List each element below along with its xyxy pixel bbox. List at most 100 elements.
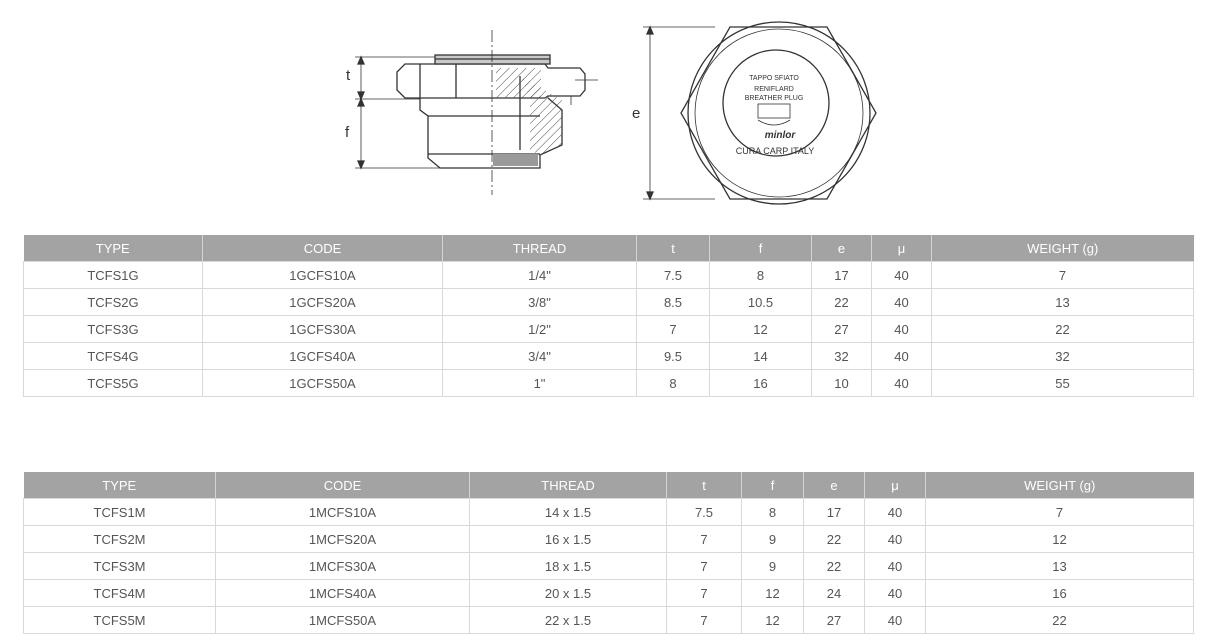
cell-type: TCFS1M	[23, 498, 216, 526]
cell-f: 16	[709, 369, 812, 397]
cell-thread: 3/4"	[442, 342, 637, 370]
cell-thread: 14 x 1.5	[469, 498, 667, 526]
col-header-f: f	[741, 472, 804, 499]
cell-code: 1MCFS20A	[215, 525, 470, 553]
side-view	[355, 30, 598, 195]
col-header-weight: WEIGHT (g)	[925, 472, 1194, 499]
cell-e: 22	[803, 525, 865, 553]
col-header-weight: WEIGHT (g)	[931, 235, 1194, 262]
cell-weight: 22	[925, 606, 1194, 634]
cell-type: TCFS5G	[23, 369, 203, 397]
col-header-type: TYPE	[23, 472, 216, 499]
cell-mu: 40	[864, 552, 926, 580]
cell-code: 1GCFS30A	[202, 315, 443, 343]
table-row: TCFS5M 1MCFS50A 22 x 1.5 7 12 27 40 22	[23, 606, 1194, 634]
table-row: TCFS5G 1GCFS50A 1" 8 16 10 40 55	[23, 369, 1194, 397]
cell-t: 7.5	[636, 261, 710, 289]
cell-code: 1MCFS50A	[215, 606, 470, 634]
cell-weight: 16	[925, 579, 1194, 607]
table-row: TCFS3G 1GCFS30A 1/2" 7 12 27 40 22	[23, 315, 1194, 343]
cell-e: 17	[803, 498, 865, 526]
cell-type: TCFS5M	[23, 606, 216, 634]
cell-f: 12	[741, 579, 804, 607]
cell-f: 8	[709, 261, 812, 289]
marking-line-2: RENIFLARD	[754, 86, 794, 93]
spec-table-gas-thread: TYPE CODE THREAD t f e μ WEIGHT (g) TCFS…	[23, 235, 1194, 397]
table-row: TCFS1M 1MCFS10A 14 x 1.5 7.5 8 17 40 7	[23, 498, 1194, 526]
cell-t: 9.5	[636, 342, 710, 370]
marking-brand: minlor	[765, 130, 797, 141]
cell-weight: 32	[931, 342, 1194, 370]
cell-e: 27	[811, 315, 872, 343]
cell-f: 10.5	[709, 288, 812, 316]
col-header-e: e	[803, 472, 865, 499]
col-header-t: t	[636, 235, 710, 262]
cell-t: 7	[666, 525, 742, 553]
cell-mu: 40	[864, 525, 926, 553]
cell-t: 7	[636, 315, 710, 343]
cell-weight: 7	[931, 261, 1194, 289]
cell-mu: 40	[864, 606, 926, 634]
cell-f: 12	[741, 606, 804, 634]
plug-marking: TAPPO SFIATO RENIFLARD BREATHER PLUG min…	[736, 75, 815, 156]
table-row: TCFS3M 1MCFS30A 18 x 1.5 7 9 22 40 13	[23, 552, 1194, 580]
table-row: TCFS2G 1GCFS20A 3/8" 8.5 10.5 22 40 13	[23, 288, 1194, 316]
cell-e: 27	[803, 606, 865, 634]
marking-line-4: CURA CARP ITALY	[736, 146, 815, 156]
cell-code: 1GCFS40A	[202, 342, 443, 370]
col-header-code: CODE	[215, 472, 470, 499]
cell-code: 1GCFS10A	[202, 261, 443, 289]
cell-weight: 12	[925, 525, 1194, 553]
cell-thread: 1/4"	[442, 261, 637, 289]
cell-t: 7	[666, 579, 742, 607]
cell-mu: 40	[871, 369, 932, 397]
cell-type: TCFS3M	[23, 552, 216, 580]
technical-drawing: t f e TAPPO SFIATO RENIFLARD BREATHER PL…	[345, 21, 877, 205]
dim-e-label: e	[632, 105, 640, 122]
cell-mu: 40	[871, 342, 932, 370]
cell-t: 8	[636, 369, 710, 397]
cell-type: TCFS2M	[23, 525, 216, 553]
marking-line-1: TAPPO SFIATO	[749, 75, 799, 82]
cell-f: 14	[709, 342, 812, 370]
cell-mu: 40	[871, 315, 932, 343]
cell-thread: 1"	[442, 369, 637, 397]
cell-t: 8.5	[636, 288, 710, 316]
cell-type: TCFS4M	[23, 579, 216, 607]
col-header-mu: μ	[871, 235, 932, 262]
cell-code: 1GCFS20A	[202, 288, 443, 316]
cell-t: 7	[666, 606, 742, 634]
cell-type: TCFS1G	[23, 261, 203, 289]
cell-type: TCFS4G	[23, 342, 203, 370]
top-view	[643, 21, 877, 205]
cell-t: 7.5	[666, 498, 742, 526]
cell-code: 1GCFS50A	[202, 369, 443, 397]
cell-mu: 40	[871, 261, 932, 289]
plug-emblem	[757, 103, 791, 119]
cell-e: 22	[811, 288, 872, 316]
cell-e: 22	[803, 552, 865, 580]
cell-e: 10	[811, 369, 872, 397]
cell-code: 1MCFS40A	[215, 579, 470, 607]
col-header-type: TYPE	[23, 235, 203, 262]
cell-mu: 40	[871, 288, 932, 316]
cell-weight: 13	[931, 288, 1194, 316]
col-header-thread: THREAD	[442, 235, 637, 262]
cell-code: 1MCFS10A	[215, 498, 470, 526]
table-row: TCFS1G 1GCFS10A 1/4" 7.5 8 17 40 7	[23, 261, 1194, 289]
col-header-mu: μ	[864, 472, 926, 499]
cell-mu: 40	[864, 579, 926, 607]
col-header-thread: THREAD	[469, 472, 667, 499]
col-header-t: t	[666, 472, 742, 499]
cell-thread: 16 x 1.5	[469, 525, 667, 553]
table-row: TCFS4G 1GCFS40A 3/4" 9.5 14 32 40 32	[23, 342, 1194, 370]
dim-f-label: f	[345, 124, 350, 141]
cell-weight: 55	[931, 369, 1194, 397]
col-header-f: f	[709, 235, 812, 262]
cell-thread: 3/8"	[442, 288, 637, 316]
cell-thread: 1/2"	[442, 315, 637, 343]
cell-t: 7	[666, 552, 742, 580]
spec-table-metric-thread: TYPE CODE THREAD t f e μ WEIGHT (g) TCFS…	[23, 472, 1194, 634]
cell-code: 1MCFS30A	[215, 552, 470, 580]
cell-mu: 40	[864, 498, 926, 526]
